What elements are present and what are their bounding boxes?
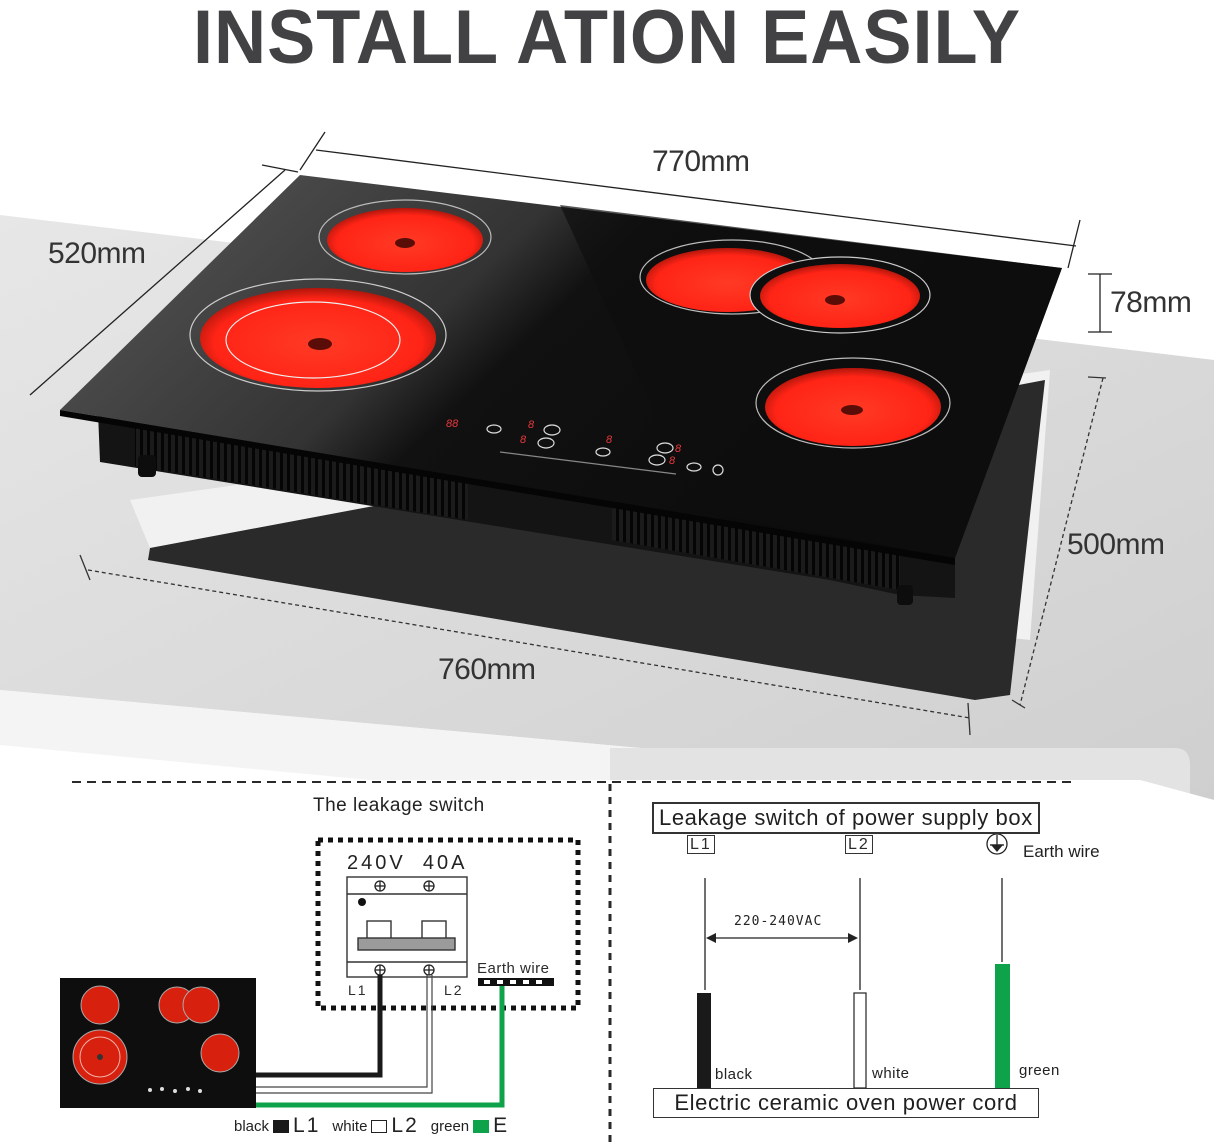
power-supply-box-label: Leakage switch of power supply box [652, 802, 1040, 834]
breaker-icon [346, 876, 468, 978]
l1-tag: L1 [687, 835, 715, 854]
dimension-height-label: 78mm [1110, 286, 1192, 319]
wire-color-legend: black L1 white L2 green E [234, 1114, 517, 1138]
dimension-cutout-depth-label: 500mm [1067, 528, 1165, 561]
voltage-label: 220-240VAC [734, 914, 823, 929]
page-title: INSTALL ATION EASILY [193, 0, 1021, 80]
touch-control-panel: 88 8 8 8 8 8 [446, 418, 724, 476]
green-swatch-icon [473, 1119, 490, 1133]
l2-tag: L2 [845, 835, 873, 854]
svg-text:8: 8 [520, 434, 527, 446]
svg-text:8: 8 [669, 455, 676, 467]
legend-green-name: green [430, 1117, 470, 1135]
wire-white-label: white [872, 1065, 910, 1082]
white-swatch-icon [371, 1119, 388, 1133]
terminal-l2-label: L2 [444, 982, 464, 998]
wire-black-label: black [715, 1066, 753, 1083]
black-swatch-icon [273, 1119, 290, 1133]
burner-top-left [318, 199, 492, 275]
burner-bottom-right [755, 357, 951, 449]
power-cord-label: Electric ceramic oven power cord [653, 1088, 1039, 1118]
earth-ground-icon [986, 833, 1008, 855]
dimension-width-label: 770mm [652, 145, 750, 178]
legend-green-code: E [493, 1114, 510, 1137]
legend-black-code: L1 [293, 1114, 321, 1137]
wire-green-label: green [1019, 1062, 1060, 1079]
svg-text:8: 8 [528, 419, 535, 431]
svg-text:8: 8 [606, 434, 613, 446]
burner-top-right-dual [639, 239, 931, 334]
earth-wire-label-left: Earth wire [477, 960, 550, 977]
svg-text:8: 8 [675, 443, 682, 455]
dimension-cutout-width-label: 760mm [438, 653, 536, 686]
svg-text:88: 88 [446, 418, 459, 430]
earth-wire-label-right: Earth wire [1023, 842, 1100, 861]
dimension-depth-label: 520mm [48, 237, 146, 270]
legend-white-name: white [332, 1117, 368, 1135]
breaker-rating: 240V 40A [347, 852, 468, 874]
cooktop-thumbnail [60, 978, 256, 1108]
legend-white-code: L2 [391, 1114, 419, 1137]
burner-bottom-left [189, 278, 447, 392]
terminal-screw-icons [374, 880, 435, 976]
legend-black-name: black [234, 1117, 270, 1135]
terminal-l1-label: L1 [348, 982, 368, 998]
leakage-switch-heading: The leakage switch [313, 795, 485, 816]
